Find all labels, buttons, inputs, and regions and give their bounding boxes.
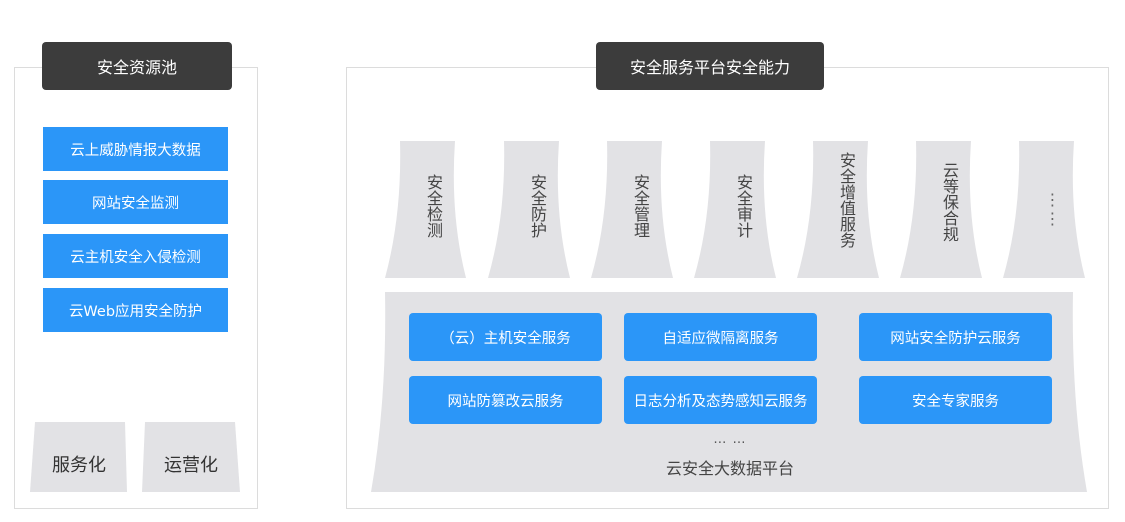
capability-more-ellipsis: ⋮⋮	[1043, 190, 1062, 228]
base-ellipsis: … …	[713, 432, 747, 447]
capability-compliance: 云等保合规	[940, 162, 959, 242]
service-host-security[interactable]: （云）主机安全服务	[409, 313, 602, 361]
operation-trapezoid	[142, 422, 240, 492]
pillar-shape-4	[694, 141, 776, 278]
service-security-expert[interactable]: 安全专家服务	[859, 376, 1052, 424]
pillar-shape-1	[385, 141, 466, 278]
service-website-protection[interactable]: 网站安全防护云服务	[859, 313, 1052, 361]
resource-item-host-intrusion[interactable]: 云主机安全入侵检测	[43, 234, 228, 278]
pillar-shape-2	[488, 141, 570, 278]
capability-security-management: 安全管理	[631, 174, 650, 238]
operationalization-label: 运营化	[164, 455, 218, 476]
resource-item-waf[interactable]: 云Web应用安全防护	[43, 288, 228, 332]
capability-security-detection: 安全检测	[424, 174, 443, 238]
big-data-platform-label: 云安全大数据平台	[665, 459, 794, 478]
resource-item-threat-intel[interactable]: 云上威胁情报大数据	[43, 127, 228, 171]
service-micro-segmentation[interactable]: 自适应微隔离服务	[624, 313, 817, 361]
platform-title: 安全服务平台安全能力	[596, 42, 824, 90]
service-log-analysis[interactable]: 日志分析及态势感知云服务	[624, 376, 817, 424]
capability-value-added-services: 安全增值服务	[837, 152, 856, 248]
pillar-shape-3	[591, 141, 673, 278]
capability-security-protection: 安全防护	[528, 174, 547, 238]
pillar-shape-6	[900, 141, 982, 278]
servitization-label: 服务化	[52, 455, 106, 476]
pillar-shape-7	[1003, 141, 1085, 278]
pillar-shape-5	[797, 141, 879, 278]
capability-security-audit: 安全审计	[734, 174, 753, 238]
resource-pool-title: 安全资源池	[42, 42, 232, 90]
resource-item-website-monitor[interactable]: 网站安全监测	[43, 180, 228, 224]
service-trapezoid	[30, 422, 127, 492]
service-anti-tamper[interactable]: 网站防篡改云服务	[409, 376, 602, 424]
